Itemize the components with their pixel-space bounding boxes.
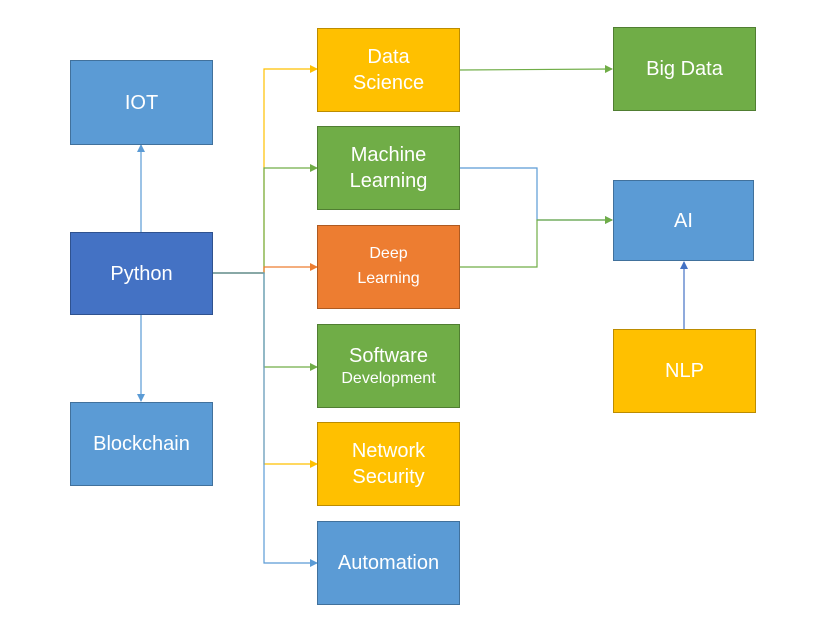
node-blockchain: Blockchain [70,402,213,486]
node-nlp-label: NLP [665,360,704,382]
node-network-security-line2: Security [352,466,425,488]
node-data-science-line2: Science [352,72,425,94]
node-iot: IOT [70,60,213,145]
node-network-security: Network Security [317,422,460,506]
edge-python-automation [212,272,318,567]
edge-machine-learning-ai [459,167,613,224]
node-deep-learning: Deep Learning [317,225,460,309]
node-ai-label: AI [674,209,693,232]
node-automation-label: Automation [337,552,440,574]
node-automation: Automation [317,521,460,605]
node-network-security-line1: Network [351,440,426,462]
edge-data-science-big-data [458,65,613,74]
node-machine-learning-line1: Machine [350,144,427,166]
node-nlp: NLP [613,329,756,413]
node-python-label: Python [110,262,173,285]
edge-python-machine-learning [212,164,318,274]
node-machine-learning: Machine Learning [317,126,460,210]
node-data-science-line1: Data [367,46,410,68]
node-deep-learning-line2: Learning [357,270,420,287]
node-big-data: Big Data [613,27,756,111]
node-data-science: Data Science [317,28,460,112]
edge-python-deep-learning [212,263,318,274]
node-iot-label: IOT [124,91,159,114]
node-software-development-line1: Software [349,344,428,367]
node-software-development-line2: Development [341,369,436,387]
node-software-development: Software Development [317,324,460,408]
edge-deep-learning-ai [459,216,613,268]
node-big-data-label: Big Data [646,58,723,80]
node-machine-learning-line2: Learning [349,170,428,192]
node-ai: AI [613,180,754,261]
node-deep-learning-line1: Deep [369,245,408,263]
node-python: Python [70,232,213,315]
node-blockchain-label: Blockchain [93,433,190,455]
